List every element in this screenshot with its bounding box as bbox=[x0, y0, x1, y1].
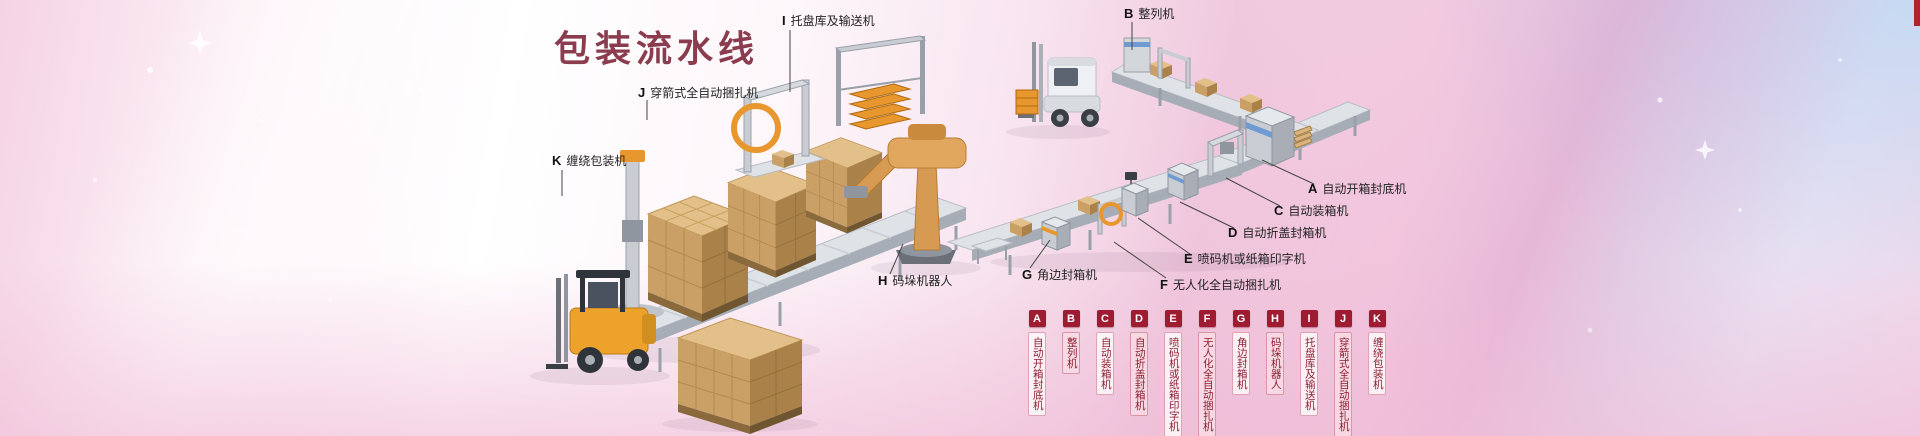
legend-item-d: D 自动折盖封箱机 bbox=[1130, 310, 1148, 416]
legend-letter-badge: K bbox=[1368, 310, 1386, 327]
inkjet-printer-machine bbox=[1120, 172, 1150, 217]
diagram-label-corner-sealer: G 角边封箱机 bbox=[1022, 266, 1097, 283]
label-text: 喷码机或纸箱印字机 bbox=[1197, 252, 1306, 266]
legend-item-j: J 穿箭式全自动捆扎机 bbox=[1334, 310, 1352, 436]
label-text: 缠绕包装机 bbox=[566, 154, 627, 168]
label-text: 无人化全自动捆扎机 bbox=[1172, 278, 1281, 292]
diagram-label-case-packer: C 自动装箱机 bbox=[1274, 202, 1348, 219]
label-letter: G bbox=[1022, 267, 1033, 282]
label-letter: D bbox=[1228, 225, 1238, 240]
legend-letter-badge: I bbox=[1300, 310, 1318, 327]
legend-letter-badge: F bbox=[1198, 310, 1216, 327]
label-text: 角边封箱机 bbox=[1037, 268, 1098, 282]
label-letter: H bbox=[878, 273, 888, 288]
flap-folding-sealer-machine bbox=[1166, 162, 1200, 201]
label-text: 码垛机器人 bbox=[892, 274, 953, 288]
sparkle-star-icon bbox=[188, 31, 212, 55]
label-text: 自动折盖封箱机 bbox=[1242, 226, 1327, 240]
forklift-left bbox=[546, 270, 656, 373]
legend: A 自动开箱封底机 B 整列机 C 自动装箱机 D 自动折盖封箱机 E 喷码机或… bbox=[1028, 310, 1386, 436]
legend-label: 缠绕包装机 bbox=[1368, 332, 1386, 395]
label-letter: F bbox=[1160, 277, 1168, 292]
legend-label: 穿箭式全自动捆扎机 bbox=[1334, 332, 1352, 436]
legend-label: 整列机 bbox=[1062, 332, 1080, 374]
legend-label: 喷码机或纸箱印字机 bbox=[1164, 332, 1182, 436]
page-title: 包装流水线 bbox=[554, 28, 760, 69]
legend-letter-badge: H bbox=[1266, 310, 1284, 327]
tray-warehouse bbox=[834, 35, 927, 130]
legend-item-c: C 自动装箱机 bbox=[1096, 310, 1114, 395]
legend-item-g: G 角边封箱机 bbox=[1232, 310, 1250, 395]
corner-sealing-machine bbox=[1040, 216, 1072, 251]
legend-letter-badge: D bbox=[1130, 310, 1148, 327]
legend-item-b: B 整列机 bbox=[1062, 310, 1080, 374]
label-letter: A bbox=[1308, 181, 1318, 196]
legend-letter-badge: J bbox=[1334, 310, 1352, 327]
diagram-label-strapper-j: J 穿箭式全自动捆扎机 bbox=[638, 84, 758, 101]
label-text: 自动装箱机 bbox=[1288, 204, 1349, 218]
label-text: 整列机 bbox=[1138, 7, 1175, 21]
diagram-label-robot: H 码垛机器人 bbox=[878, 272, 952, 289]
sparkle-star-icon bbox=[1695, 140, 1715, 160]
legend-item-a: A 自动开箱封底机 bbox=[1028, 310, 1046, 416]
legend-letter-badge: C bbox=[1096, 310, 1114, 327]
legend-letter-badge: A bbox=[1028, 310, 1046, 327]
sparkles bbox=[92, 31, 1842, 333]
forklift-top bbox=[1015, 42, 1101, 127]
legend-label: 自动装箱机 bbox=[1096, 332, 1114, 395]
legend-label: 码垛机器人 bbox=[1266, 332, 1284, 395]
legend-letter-badge: E bbox=[1164, 310, 1182, 327]
legend-letter-badge: G bbox=[1232, 310, 1250, 327]
label-letter: C bbox=[1274, 203, 1284, 218]
legend-label: 无人化全自动捆扎机 bbox=[1198, 332, 1216, 436]
label-text: 穿箭式全自动捆扎机 bbox=[650, 86, 759, 100]
strapping-machine bbox=[731, 79, 826, 178]
legend-item-e: E 喷码机或纸箱印字机 bbox=[1164, 310, 1182, 436]
legend-item-f: F 无人化全自动捆扎机 bbox=[1198, 310, 1216, 436]
case-erector-machine bbox=[1244, 106, 1313, 167]
legend-letter-badge: B bbox=[1062, 310, 1080, 327]
label-letter: K bbox=[552, 153, 562, 168]
label-letter: J bbox=[638, 85, 646, 100]
floor-box-stack bbox=[676, 317, 804, 434]
diagram-label-wrapper: K 缠绕包装机 bbox=[552, 152, 626, 169]
case-packer-machine bbox=[1207, 129, 1244, 177]
label-letter: B bbox=[1124, 6, 1134, 21]
diagram-label-flap-sealer: D 自动折盖封箱机 bbox=[1228, 224, 1326, 241]
aligner-machine bbox=[1123, 37, 1191, 89]
diagram-label-printer: E 喷码机或纸箱印字机 bbox=[1184, 250, 1306, 267]
legend-item-h: H 码垛机器人 bbox=[1266, 310, 1284, 395]
legend-label: 自动开箱封底机 bbox=[1028, 332, 1046, 416]
diagram-label-auto-strapper: F 无人化全自动捆扎机 bbox=[1160, 276, 1281, 293]
legend-label: 托盘库及输送机 bbox=[1300, 332, 1318, 416]
palletizer-robot bbox=[844, 124, 967, 264]
label-leader-lines bbox=[561, 22, 1315, 279]
pallet-stack bbox=[726, 166, 818, 278]
label-text: 自动开箱封底机 bbox=[1322, 182, 1407, 196]
label-text: 托盘库及输送机 bbox=[790, 14, 875, 28]
edge-red-tab bbox=[1914, 0, 1920, 26]
legend-item-i: I 托盘库及输送机 bbox=[1300, 310, 1318, 416]
diagram-label-aligner: B 整列机 bbox=[1124, 5, 1174, 22]
legend-label: 角边封箱机 bbox=[1232, 332, 1250, 395]
legend-item-k: K 缠绕包装机 bbox=[1368, 310, 1386, 395]
diagram-label-tray-warehouse: I 托盘库及输送机 bbox=[782, 12, 875, 29]
diagram-label-case-erector: A 自动开箱封底机 bbox=[1308, 180, 1406, 197]
label-letter: I bbox=[782, 13, 786, 28]
legend-label: 自动折盖封箱机 bbox=[1130, 332, 1148, 416]
buffer-table bbox=[970, 237, 1014, 264]
label-letter: E bbox=[1184, 251, 1193, 266]
